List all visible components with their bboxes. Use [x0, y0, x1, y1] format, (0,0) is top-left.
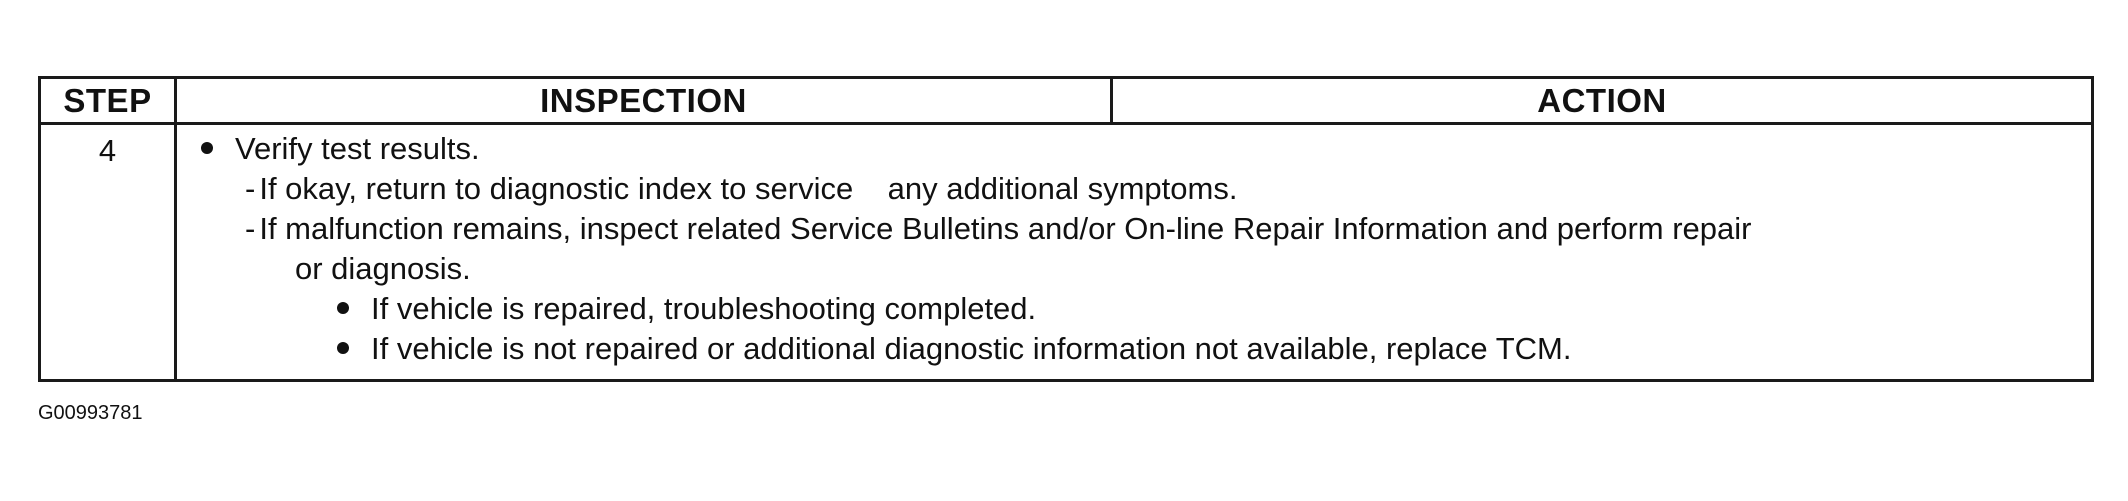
list-item-continuation: or diagnosis. — [295, 251, 471, 287]
list-item: Verify test results. — [201, 131, 480, 167]
bullet-icon — [201, 141, 213, 154]
bullet-icon — [337, 341, 349, 354]
table-row: 4 Verify test results. -If okay, return … — [41, 125, 2091, 379]
header-action: ACTION — [1537, 82, 1667, 119]
dash-marker: - — [245, 211, 256, 246]
repaired-text: If vehicle is repaired, troubleshooting … — [371, 291, 1037, 326]
table-header-row: STEP INSPECTION ACTION — [41, 79, 2091, 125]
list-item: If vehicle is repaired, troubleshooting … — [337, 291, 1036, 327]
diagnostic-table: STEP INSPECTION ACTION 4 Verify test res… — [38, 76, 2094, 382]
list-item: -If malfunction remains, inspect related… — [245, 211, 1751, 247]
okay-text: If okay, return to diagnostic index to s… — [259, 171, 1238, 206]
inspection-content: Verify test results. -If okay, return to… — [177, 125, 2091, 379]
not-repaired-text: If vehicle is not repaired or additional… — [371, 331, 1572, 366]
list-item: If vehicle is not repaired or additional… — [337, 331, 1571, 367]
malfunction-text: If malfunction remains, inspect related … — [259, 211, 1752, 246]
header-inspection: INSPECTION — [177, 79, 1113, 122]
bullet-icon — [337, 301, 349, 314]
dash-marker: - — [245, 171, 256, 206]
malfunction-continuation-text: or diagnosis. — [295, 251, 471, 286]
list-item: -If okay, return to diagnostic index to … — [245, 171, 1237, 207]
step-number: 4 — [41, 125, 177, 379]
figure-id: G00993781 — [38, 402, 143, 424]
header-step: STEP — [41, 79, 177, 122]
verify-text: Verify test results. — [235, 131, 480, 166]
